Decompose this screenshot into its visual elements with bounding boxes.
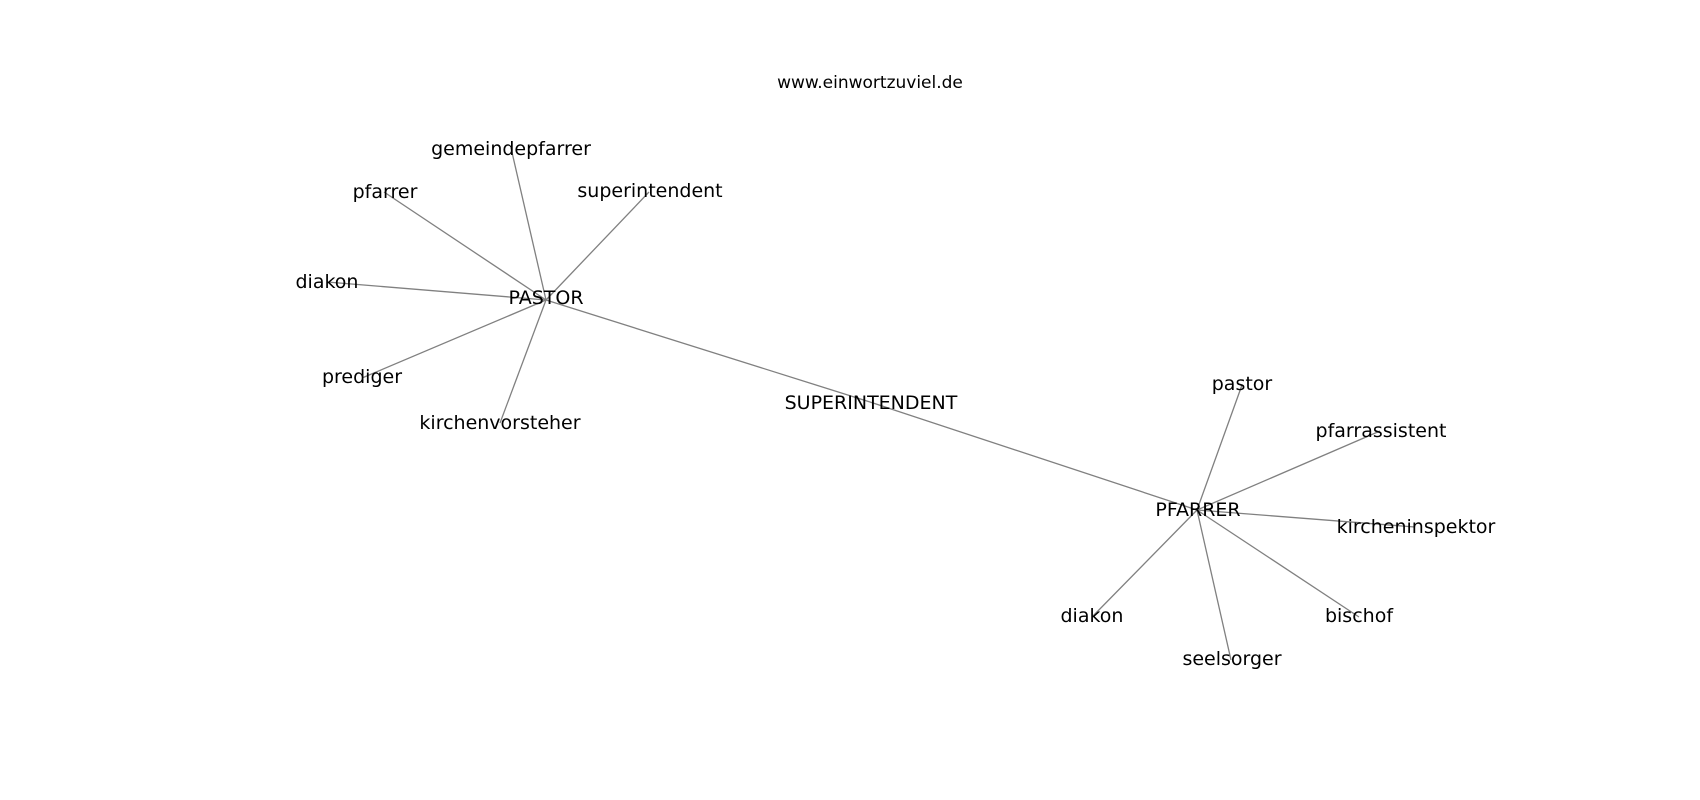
node-label-superintendent: superintendent bbox=[577, 180, 722, 202]
edge-pastor-kirchenvorsteher bbox=[499, 299, 547, 424]
edge-pastor-prediger bbox=[361, 299, 547, 379]
edge-pastor-superintendent bbox=[545, 191, 650, 301]
center-node-label: SUPERINTENDENT bbox=[785, 392, 958, 414]
node-label-kirchenvorsteher: kirchenvorsteher bbox=[419, 412, 580, 434]
node-label-kircheninspektor: kircheninspektor bbox=[1337, 516, 1496, 538]
node-label-pastor: pastor bbox=[1212, 373, 1273, 395]
edge-pastor-diakon bbox=[326, 281, 547, 301]
edge-pfarrer-seelsorger bbox=[1196, 509, 1232, 661]
edge-center-pfarrer bbox=[869, 401, 1198, 511]
site-watermark: www.einwortzuviel.de bbox=[777, 73, 963, 93]
edge-pfarrer-pastor bbox=[1196, 384, 1243, 511]
node-labels: SUPERINTENDENT PASTOR gemeindepfarrer su… bbox=[296, 138, 1496, 670]
edge-pfarrer-diakon bbox=[1091, 509, 1198, 618]
hub-node-label-pfarrer: PFARRER bbox=[1155, 499, 1240, 521]
node-label-seelsorger: seelsorger bbox=[1182, 648, 1281, 670]
edge-pastor-pfarrer bbox=[383, 191, 547, 301]
edge-pfarrer-pfarrassistent bbox=[1196, 430, 1381, 511]
edge-pastor-gemeindepfarrer bbox=[510, 147, 547, 301]
edges bbox=[326, 147, 1416, 661]
node-label-gemeindepfarrer: gemeindepfarrer bbox=[431, 138, 591, 160]
hub-node-label-pastor: PASTOR bbox=[508, 287, 583, 309]
node-label-pfarrassistent: pfarrassistent bbox=[1316, 420, 1447, 442]
node-label-pfarrer: pfarrer bbox=[353, 181, 418, 203]
node-label-diakon: diakon bbox=[296, 271, 359, 293]
edge-pfarrer-kircheninspektor bbox=[1196, 509, 1416, 528]
node-label-bischof: bischof bbox=[1325, 605, 1394, 627]
edge-center-pastor bbox=[545, 299, 871, 403]
edge-pfarrer-bischof bbox=[1196, 509, 1360, 618]
node-label-diakon-2: diakon bbox=[1061, 605, 1124, 627]
node-label-prediger: prediger bbox=[322, 366, 402, 388]
